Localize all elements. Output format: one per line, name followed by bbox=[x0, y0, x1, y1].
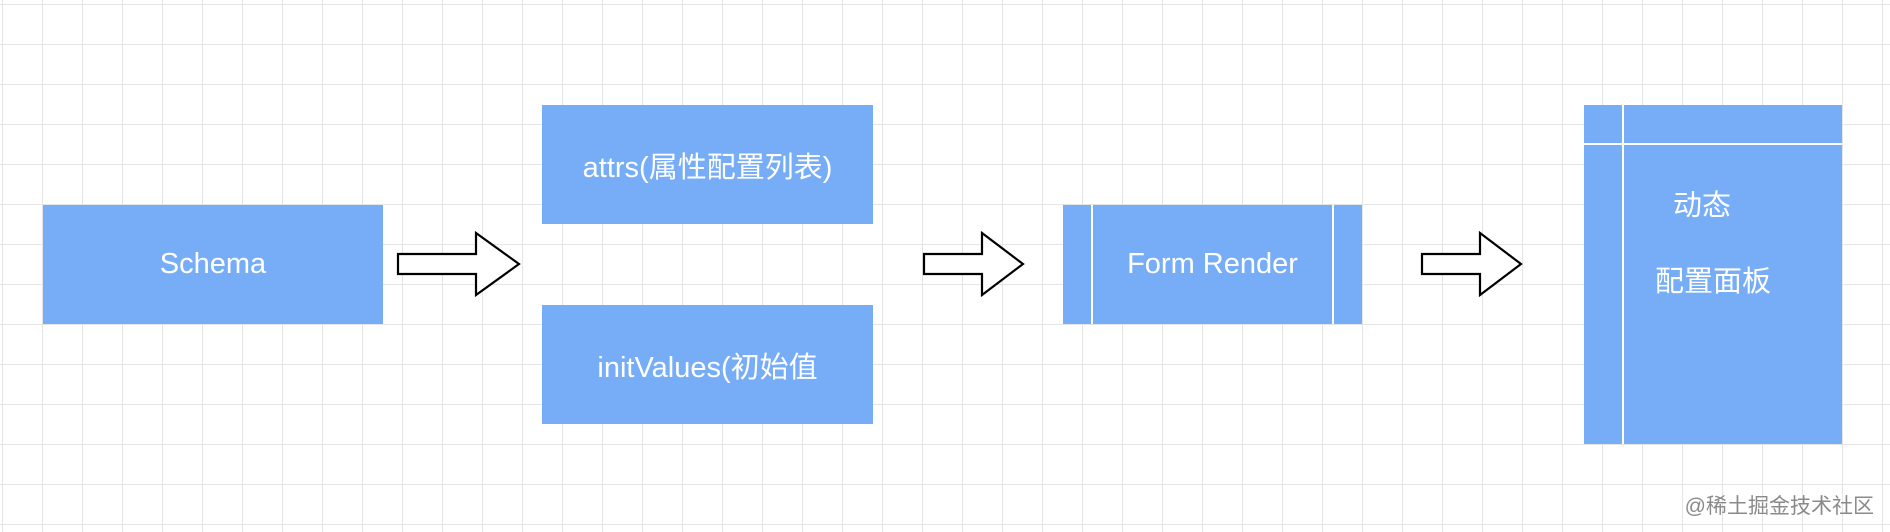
arrow-right-icon bbox=[922, 231, 1025, 297]
form-render-right-divider bbox=[1332, 205, 1334, 324]
attrs-node: attrs(属性配置列表) bbox=[542, 105, 873, 224]
watermark: @稀土掘金技术社区 bbox=[1684, 495, 1874, 518]
init-values-label: initValues(初始值 bbox=[597, 351, 818, 384]
schema-label: Schema bbox=[159, 248, 267, 280]
schema-node: Schema bbox=[43, 205, 383, 324]
attrs-label: attrs(属性配置列表) bbox=[582, 151, 833, 184]
config-panel-line2: 配置面板 bbox=[1654, 265, 1771, 298]
arrow-right-icon bbox=[1420, 231, 1523, 297]
form-render-left-divider bbox=[1091, 205, 1093, 324]
arrow-right-icon bbox=[396, 231, 521, 297]
form-render-label: Form Render bbox=[1127, 248, 1298, 280]
init-values-node: initValues(初始值 bbox=[542, 305, 873, 424]
config-panel-label: 动态 配置面板 bbox=[1655, 149, 1771, 339]
form-render-node: Form Render bbox=[1063, 205, 1362, 324]
config-panel-line1: 动态 bbox=[1672, 189, 1731, 222]
config-panel-header-divider bbox=[1584, 143, 1842, 145]
config-panel-node: 动态 配置面板 bbox=[1584, 105, 1842, 444]
config-panel-side-divider bbox=[1622, 105, 1624, 444]
